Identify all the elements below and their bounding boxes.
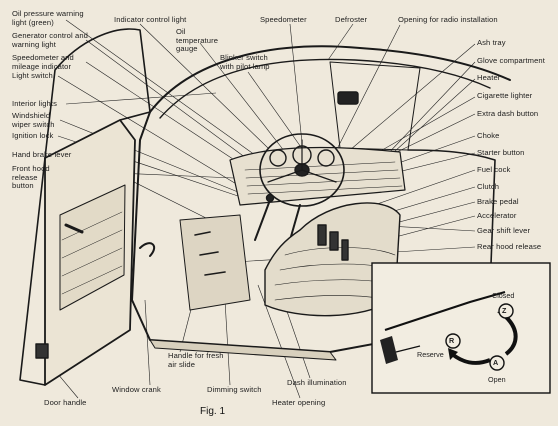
rear-view-mirror [337,91,359,105]
door-sill [149,339,337,361]
label-speedo-mileage: Speedometer and mileage indicator [12,53,74,71]
gear-lever [254,199,271,241]
leader-heater [393,78,476,153]
leader-glove [381,61,476,161]
label-wiper-switch: Windshield wiper switch [12,111,55,129]
inset-letter-a: A [493,358,499,367]
dashboard [229,146,406,206]
leader-light-switch [57,75,239,186]
leader-blinker [247,71,304,151]
leader-ash-tray [349,43,476,151]
inset-circle-z [498,303,514,319]
steering-spokes [267,139,337,183]
door-pocket-pattern [61,211,123,295]
inset-arrow-open-reserve [450,352,491,365]
label-speedometer: Speedometer [260,15,307,24]
leader-wiper [59,119,239,193]
label-blinker-switch: Blinker switch with pilot lamp [220,53,270,71]
label-indicator-control: Indicator control light [114,15,187,24]
leader-oil-pressure [65,19,263,161]
body-side [394,149,496,341]
inset-lever [384,290,506,332]
label-oil-temp: Oil temperature gauge [176,27,219,54]
dash-hatching [244,161,403,195]
label-brake-pedal: Brake pedal [477,197,519,206]
window-crank-shape [139,242,156,257]
inset-circle-a [489,355,505,371]
roof-line [149,45,511,113]
leader-defroster [327,23,354,61]
label-oil-pressure: Oil pressure warning light (green) [12,9,84,27]
label-light-switch: Light switch [12,71,53,80]
label-dimming: Dimming switch [207,385,262,394]
fuel-cock-inset [371,262,551,394]
accelerator-shape [341,239,349,261]
label-choke: Choke [477,131,500,140]
inset-letter-z: Z [502,306,507,315]
figure-caption: Fig. 1 [200,406,226,417]
label-glove: Glove compartment [477,56,545,65]
label-radio-opening: Opening for radio installation [398,15,498,24]
label-window-crank: Window crank [112,385,161,394]
label-door-handle: Door handle [44,398,87,407]
door-pocket [59,184,126,311]
leader-interior-lights [65,92,217,105]
inset-letter-r: R [449,336,455,345]
floor-tunnel [179,214,251,311]
door-latch [35,343,49,359]
label-hand-brake: Hand brake lever [12,150,72,159]
label-front-hood: Front hood release button [12,164,50,191]
label-clutch: Clutch [477,182,500,191]
door-edge [19,157,46,386]
inset-valve-body [380,336,398,364]
label-ignition: Ignition lock [12,131,54,140]
label-defroster: Defroster [335,15,368,24]
gauge-left [269,149,287,167]
car-body [19,28,511,386]
label-rear-hood: Rear hood release [477,242,542,251]
label-cig-lighter: Cigarette lighter [477,91,533,100]
inner-door-handle [64,223,84,234]
label-accelerator: Accelerator [477,211,517,220]
gauge-right [317,149,335,167]
leader-indicator-control [139,23,269,149]
leader-radio [333,24,401,156]
label-fuel-cock: Fuel cock [477,165,511,174]
label-dash-illum: Dash illumination [287,378,347,387]
brake-pedal-shape [329,231,339,251]
inset-circle-r [445,333,461,349]
inset-label-closed: Closed [492,291,515,300]
label-heater-opening: Heater opening [272,398,326,407]
clutch-pedal [317,224,327,246]
leader-speedometer [289,23,303,144]
label-fresh-air: Handle for fresh air slide [168,351,224,369]
inset-arrow-closed-open [503,314,518,356]
label-ash-tray: Ash tray [477,38,506,47]
inset-frame [371,262,551,394]
roof-inner-line [159,58,491,119]
inset-label-reserve: Reserve [417,350,444,359]
label-heater: Heater [477,73,501,82]
label-starter: Starter button [477,148,525,157]
inset-arrowhead-left [448,348,458,360]
leader-oil-temp [199,42,286,153]
inset-label-open: Open [488,375,506,384]
label-interior-lights: Interior lights [12,99,57,108]
label-extra-dash: Extra dash button [477,109,539,118]
leader-generator [85,39,247,159]
front-seat [264,202,401,317]
gauge-speedometer [292,145,312,165]
door-window-frame [44,28,151,159]
label-generator: Generator control and warning light [12,31,88,49]
door-opening [131,111,396,353]
floor-controls [194,231,226,276]
steering-wheel [259,133,345,207]
leader-window-crank [144,299,151,386]
steering-column [289,204,301,241]
gear-knob [265,193,275,203]
label-gear-shift: Gear shift lever [477,226,531,235]
inset-valve-pipe [395,345,421,353]
